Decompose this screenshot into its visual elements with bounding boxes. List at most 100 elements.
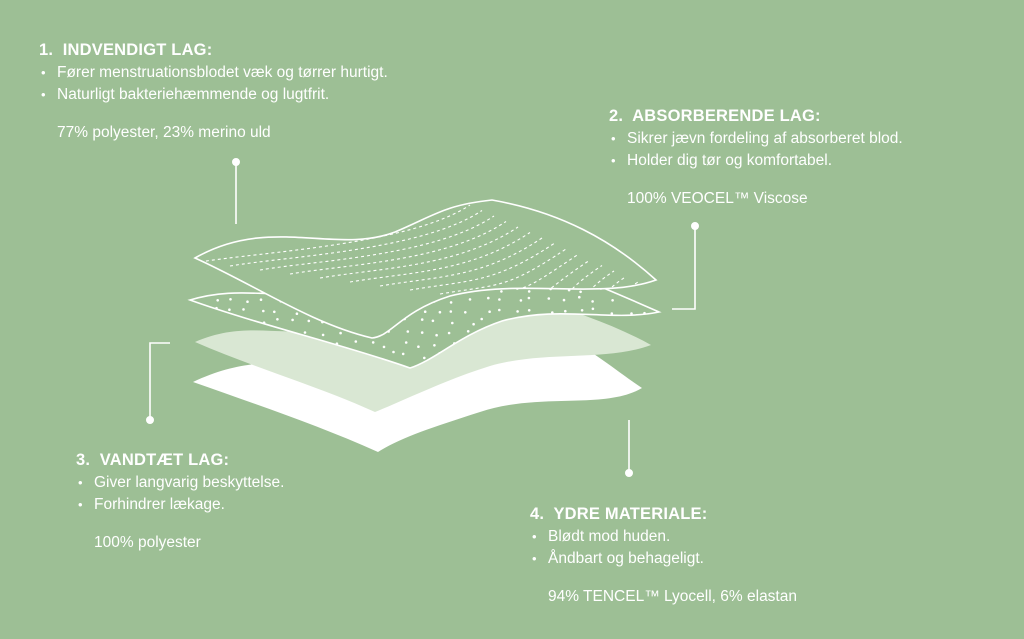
layer-2-material: 100% VEOCEL™ Viscose — [627, 190, 808, 207]
absorbent-dot — [211, 276, 214, 280]
absorbent-dot — [662, 329, 665, 332]
absorbent-dot — [420, 318, 424, 321]
layer-1-bullets: Fører menstruationsblodet væk og tørrer … — [39, 62, 388, 106]
layer-3-bullets: Giver langvarig beskyttelse. Forhindrer … — [76, 472, 284, 516]
dashed-fiber-line — [199, 204, 471, 263]
absorbent-dot — [591, 300, 594, 303]
absorbent-dot — [406, 330, 410, 333]
absorbent-dot — [242, 308, 245, 311]
absorbent-dot — [629, 321, 633, 325]
absorbent-dot — [447, 331, 451, 335]
absorbent-dot — [562, 298, 566, 302]
absorbent-dot — [638, 319, 642, 322]
absorbent-dot — [382, 345, 386, 349]
layer-2-description: 2. ABSORBERENDE LAG: Sikrer jævn fordeli… — [609, 106, 903, 209]
list-item: Åndbart og behageligt. — [530, 548, 797, 570]
absorbent-dot — [213, 362, 217, 366]
layer-3-heading: 3. VANDTÆT LAG: — [76, 451, 230, 469]
absorbent-dot — [259, 298, 263, 302]
dashed-fiber-line — [259, 215, 495, 271]
absorbent-dot — [625, 351, 628, 355]
layer-1-material: 77% polyester, 23% merino uld — [57, 124, 271, 141]
absorbent-dot — [662, 344, 665, 347]
absorbent-dot — [242, 323, 245, 327]
absorbent-dot — [630, 362, 634, 366]
list-item: Sikrer jævn fordeling af absorberet blod… — [609, 128, 903, 150]
absorbent-dot — [611, 299, 614, 302]
absorbent-dot — [640, 351, 643, 355]
absorbent-dot — [200, 352, 203, 356]
absorbent-dot — [644, 290, 647, 294]
absorbent-dot — [273, 310, 276, 314]
absorbent-dot — [610, 312, 614, 315]
absorbent-dot — [642, 297, 646, 300]
leader-line-2 — [672, 222, 699, 310]
absorbent-dot — [216, 299, 219, 302]
absorbent-dot — [488, 310, 491, 314]
absorbent-dot — [354, 340, 358, 343]
absorbent-dot — [438, 310, 442, 314]
absorbent-dot — [643, 311, 646, 315]
absorbent-dot — [194, 362, 197, 365]
absorbent-dot — [658, 295, 659, 299]
absorbent-dot — [498, 298, 501, 301]
absorbent-dot — [431, 319, 435, 323]
absorbent-dot — [449, 310, 453, 313]
absorbent-dot — [200, 275, 203, 279]
layer-1-heading: 1. INDVENDIGT LAG: — [39, 41, 213, 59]
absorbent-dot — [639, 366, 643, 368]
absorbent-dot — [223, 319, 226, 323]
absorbent-dot — [661, 290, 664, 293]
absorbent-dot — [527, 290, 531, 293]
absorbent-dot — [663, 367, 666, 370]
absorbent-dot — [449, 301, 453, 304]
absorbent-dot — [371, 341, 375, 344]
absorbent-dot — [630, 290, 634, 293]
absorbent-dot — [211, 331, 215, 335]
layer-2-bullets: Sikrer jævn fordeling af absorberet blod… — [609, 128, 903, 172]
absorbent-dot — [612, 318, 616, 322]
absorbent-dot — [276, 318, 279, 321]
absorbent-dot — [321, 333, 325, 337]
absorbent-dot — [519, 299, 523, 302]
absorbent-dot — [195, 266, 199, 269]
absorbent-dot — [466, 330, 470, 333]
leader-line-3 — [146, 342, 170, 424]
layer-3-description: 3. VANDTÆT LAG: Giver langvarig beskytte… — [76, 450, 284, 553]
absorbent-dot — [500, 290, 503, 293]
absorbent-dot — [551, 311, 554, 314]
absorbent-dot — [223, 362, 226, 366]
absorbent-dot — [223, 286, 226, 290]
absorbent-dot — [580, 309, 584, 312]
absorbent-dot — [433, 344, 436, 347]
absorbent-dot — [195, 285, 199, 288]
absorbent-dot — [630, 312, 633, 315]
absorbent-dot — [227, 278, 230, 282]
absorbent-dot — [262, 321, 266, 325]
list-item: Blødt mod huden. — [530, 526, 797, 548]
absorbent-dot — [591, 307, 595, 311]
absorbent-dot — [401, 352, 405, 356]
absorbent-dot — [241, 286, 244, 290]
absorbent-dot — [307, 319, 311, 323]
absorbent-dot — [209, 319, 212, 322]
list-item: Holder dig tør og komfortabel. — [609, 150, 903, 172]
list-item: Fører menstruationsblodet væk og tørrer … — [39, 62, 388, 84]
absorbent-dot — [468, 298, 472, 301]
leader-line-4 — [624, 420, 633, 477]
dashed-fiber-line — [379, 237, 543, 287]
absorbent-dot — [291, 318, 294, 322]
absorbent-dot — [417, 345, 420, 349]
absorbent-dot — [335, 342, 339, 346]
dashed-fiber-line — [409, 243, 555, 291]
list-item: Giver langvarig beskyttelse. — [76, 472, 284, 494]
layer-2-heading: 2. ABSORBERENDE LAG: — [609, 107, 821, 125]
absorbent-dot — [199, 319, 203, 323]
absorbent-dot — [657, 353, 659, 357]
absorbent-dot — [516, 310, 519, 313]
absorbent-dot — [262, 309, 265, 313]
absorbent-dot — [392, 350, 395, 354]
absorbent-dot — [191, 330, 194, 333]
absorbent-dot — [246, 300, 249, 304]
absorbent-dot — [435, 333, 438, 337]
